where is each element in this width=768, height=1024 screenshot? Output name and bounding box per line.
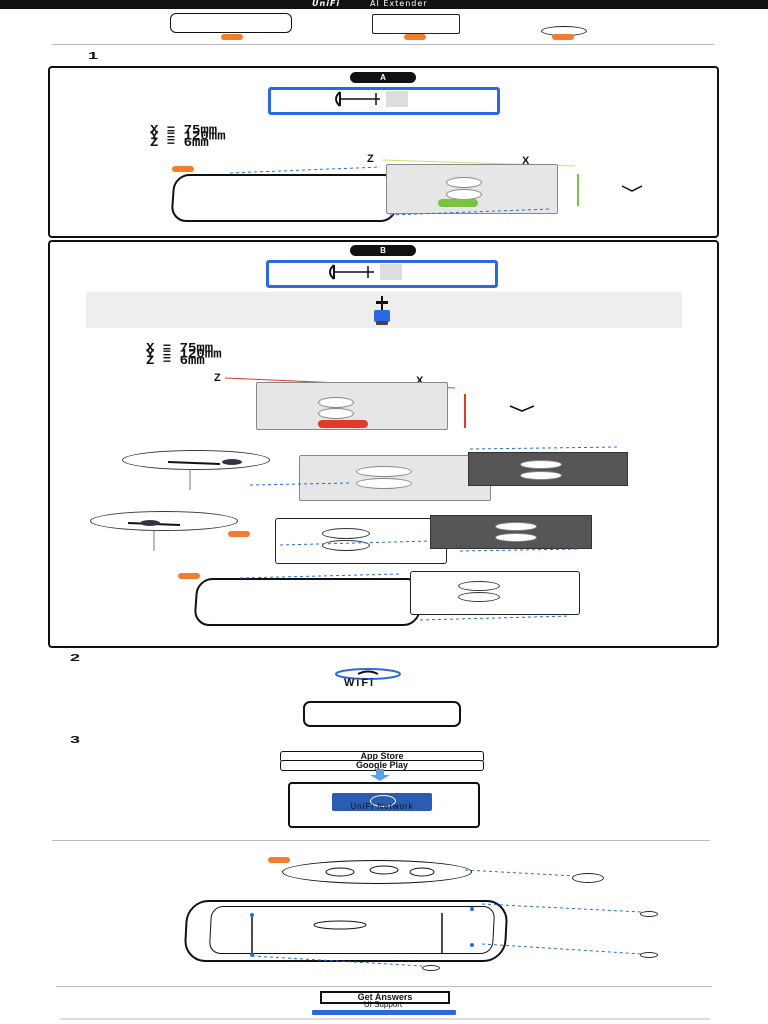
anchor-icon-1 <box>167 459 242 490</box>
wall-dark-2-hole1 <box>495 522 537 531</box>
dashed-guides-b1 <box>249 446 621 486</box>
wall-dark-1-hole2 <box>520 471 562 480</box>
plate-b2-hole1 <box>322 528 370 539</box>
screw-icon-b <box>329 264 402 280</box>
section-b-pill: B <box>350 245 416 256</box>
step-3-label: 3 <box>70 734 83 745</box>
wifi-icon <box>335 668 401 680</box>
section-b-badge <box>228 531 250 537</box>
anchor-icon-2 <box>127 520 181 551</box>
mount-badge <box>268 857 290 863</box>
axis-x-label: X <box>522 155 530 167</box>
section-a-dimensions: X = 75mm Y = 120mm Z = 6mm <box>150 124 226 151</box>
support-label: UI Support <box>363 1000 403 1009</box>
dashed-guides-b3 <box>239 573 571 621</box>
plate-hole-bottom-b <box>318 408 354 419</box>
axis-z-label-b: Z <box>214 372 221 384</box>
error-x-icon <box>318 420 368 428</box>
divider-2 <box>52 840 710 841</box>
plate-hole-top-a <box>446 177 482 188</box>
section-a-badge <box>172 166 194 172</box>
app-icon <box>370 795 396 807</box>
dim-z: Z = 6mm <box>150 136 209 151</box>
screw-head-3 <box>640 952 658 958</box>
mounted-hole2 <box>458 592 500 602</box>
panel-a <box>48 66 719 238</box>
dim-z-b: Z = 6mm <box>146 354 205 369</box>
dashed-guides-a <box>229 166 551 216</box>
screw-head-1 <box>572 873 604 883</box>
divider <box>52 44 714 45</box>
wifi-label: WiFi <box>344 677 376 689</box>
plate-b1-hole1 <box>356 466 412 477</box>
screwdriver-icon <box>374 296 390 325</box>
wall-dark-2-hole2 <box>495 533 537 542</box>
step-1-label: 1 <box>88 50 101 61</box>
app-name: UniFi Network <box>350 802 414 811</box>
section-a-hint-frame <box>268 87 500 115</box>
top-bar: UniFi AI Extender <box>0 0 768 9</box>
wall-dark-1-hole1 <box>520 460 562 469</box>
dashed-guides-c2 <box>251 903 643 967</box>
legal-fine-print <box>60 1018 710 1020</box>
step-2-label: 2 <box>70 652 83 663</box>
anchor-bubble-1 <box>122 450 270 470</box>
get-answers-button[interactable]: Get Answers <box>320 991 450 1004</box>
anchor-bubble-2 <box>90 511 238 531</box>
screw-head-2 <box>640 911 658 917</box>
legend-badge-b <box>404 34 426 40</box>
dashed-guides-c1 <box>464 869 576 877</box>
axis-z-label: Z <box>367 153 374 165</box>
brand-logo: UniFi <box>312 0 341 8</box>
support-link-bar[interactable] <box>312 1010 456 1015</box>
section-b-badge-device <box>178 573 200 579</box>
axis-x-label-b: X <box>416 375 424 387</box>
plate-hole-top-b <box>318 397 354 408</box>
section-a-pill: A <box>350 72 416 83</box>
legend-device <box>170 13 292 33</box>
mounted-hole1 <box>458 581 500 591</box>
divider-3 <box>56 986 712 987</box>
device-step2 <box>303 701 461 727</box>
section-b-dimensions: X = 75mm Y = 120mm Z = 6mm <box>146 342 222 369</box>
mount-bracket <box>282 860 472 884</box>
dashed-guides-b2 <box>279 540 581 552</box>
wall-dark-1 <box>468 452 628 486</box>
wall-dark-2 <box>430 515 592 549</box>
product-title: AI Extender <box>370 0 428 8</box>
legend-badge-a <box>221 34 243 40</box>
device-back-details <box>250 907 474 957</box>
plate-b2-hole2 <box>322 540 370 551</box>
panel-b <box>48 240 719 648</box>
plate-b1-hole2 <box>356 478 412 489</box>
arrow-down-icon <box>370 769 390 781</box>
screw-head-4 <box>422 965 440 971</box>
chevron-down-icon-b <box>509 405 535 412</box>
chevron-down-icon-a <box>621 185 643 192</box>
legend-plate <box>372 14 460 34</box>
ok-check-icon <box>438 199 478 207</box>
mount-bracket-details <box>325 865 435 877</box>
legend-badge-c <box>552 34 574 40</box>
screw-icon-a <box>335 91 408 107</box>
